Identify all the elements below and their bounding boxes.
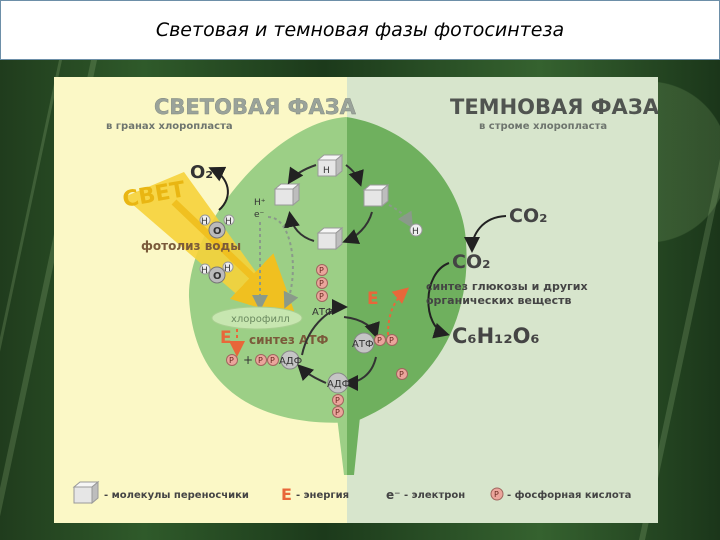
electron-label: e⁻ bbox=[254, 210, 265, 220]
atp-cycle-arrow bbox=[343, 316, 380, 339]
adp-label: АДФ bbox=[279, 356, 303, 367]
o2-label: O₂ bbox=[190, 162, 213, 183]
energy-symbol-dark: E bbox=[367, 289, 379, 309]
synthesis-line-1: синтез глюкозы и других bbox=[426, 280, 588, 293]
svg-text:P: P bbox=[270, 356, 275, 365]
plus-sign: + bbox=[243, 353, 253, 367]
atp-cycle-arrow bbox=[301, 299, 348, 356]
svg-text:H: H bbox=[224, 264, 231, 274]
phosphate bbox=[386, 334, 398, 346]
legend: - молекулы переносчики E - энергия e⁻ - … bbox=[72, 480, 631, 505]
energy-arrow-dark bbox=[387, 287, 410, 336]
carrier-cube bbox=[273, 182, 301, 207]
phosphate bbox=[332, 406, 344, 418]
svg-text:P: P bbox=[258, 356, 263, 365]
phosphate-stack: P P P bbox=[316, 264, 328, 302]
light-beam-arrow bbox=[171, 199, 298, 320]
svg-text:P: P bbox=[319, 266, 324, 275]
atp-label: АТФ bbox=[312, 307, 334, 318]
carrier-cube bbox=[316, 226, 344, 251]
legend-phosphate-symbol: P bbox=[494, 490, 499, 499]
proton-flow-arrow bbox=[267, 216, 299, 309]
glucose-formula: C₆H₁₂O₆ bbox=[452, 324, 540, 348]
svg-text:H: H bbox=[225, 217, 232, 227]
svg-text:P: P bbox=[335, 408, 340, 417]
phosphate bbox=[332, 394, 344, 406]
atp-cycle-arrow bbox=[342, 356, 377, 391]
legend-phosphate-icon bbox=[490, 487, 504, 501]
phosphate bbox=[374, 334, 386, 346]
svg-text:P: P bbox=[229, 356, 234, 365]
co2-outer-label: CO₂ bbox=[509, 205, 547, 227]
carrier-cube bbox=[362, 183, 390, 208]
dark-phase-subheading: в строме хлоропласта bbox=[479, 121, 607, 132]
atp-cycle-arrow bbox=[297, 364, 327, 384]
chlorophyll bbox=[211, 306, 303, 330]
svg-text:H: H bbox=[201, 266, 208, 276]
atp-synthesis-label: синтез АТФ bbox=[249, 333, 329, 347]
light-phase-heading: СВЕТОВАЯ ФАЗА bbox=[154, 95, 357, 119]
co2-to-glucose-arrow bbox=[427, 262, 450, 339]
chlorophyll-label: хлорофилл bbox=[231, 314, 290, 325]
adp-molecule-bottom bbox=[327, 372, 349, 394]
proton-label: H⁺ bbox=[254, 198, 266, 208]
phosphate bbox=[255, 354, 267, 366]
svg-text:H: H bbox=[323, 166, 330, 176]
phosphate bbox=[396, 368, 408, 380]
adp-label-dark: АДФ bbox=[327, 379, 351, 390]
slide-title: Световая и темновая фазы фотосинтеза bbox=[155, 19, 565, 41]
svg-text:H: H bbox=[201, 217, 208, 227]
phosphate bbox=[267, 354, 279, 366]
adp-molecule bbox=[280, 350, 300, 370]
carrier-cycle-arrow bbox=[345, 164, 364, 187]
legend-electron-symbol: e⁻ bbox=[386, 488, 400, 502]
water-molecule: O H H bbox=[199, 261, 234, 284]
light-phase-subheading: в гранах хлоропласта bbox=[106, 121, 233, 132]
svg-text:O: O bbox=[213, 271, 222, 282]
water-molecule: O H H bbox=[199, 214, 235, 239]
legend-carriers: - молекулы переносчики bbox=[104, 490, 249, 501]
svg-text:P: P bbox=[399, 370, 404, 379]
svg-text:P: P bbox=[335, 396, 340, 405]
carrier-cube-hydrogen: H bbox=[316, 153, 344, 178]
photosynthesis-diagram: СВЕТОВАЯ ФАЗА в гранах хлоропласта ТЕМНО… bbox=[54, 77, 658, 523]
legend-energy-symbol: E bbox=[281, 485, 292, 504]
svg-text:P: P bbox=[319, 292, 324, 301]
svg-text:O: O bbox=[213, 226, 222, 237]
atp-label-dark: АТФ bbox=[352, 339, 374, 350]
legend-phosphate: - фосфорная кислота bbox=[507, 489, 631, 501]
svg-text:H: H bbox=[412, 227, 419, 237]
photolysis-label: фотолиз воды bbox=[141, 239, 241, 253]
legend-carrier-cube bbox=[72, 480, 100, 505]
svg-text:P: P bbox=[389, 336, 394, 345]
slide-title-bar: Световая и темновая фазы фотосинтеза bbox=[0, 0, 720, 60]
synthesis-line-2: органических веществ bbox=[426, 294, 571, 307]
legend-energy: - энергия bbox=[296, 490, 349, 501]
svg-text:P: P bbox=[319, 279, 324, 288]
carrier-cycle-arrow bbox=[287, 164, 317, 185]
energy-symbol: E bbox=[220, 328, 232, 348]
phosphate bbox=[226, 354, 238, 366]
svg-text:P: P bbox=[377, 336, 382, 345]
co2-intake-arrow bbox=[464, 215, 507, 253]
co2-inner-label: CO₂ bbox=[452, 251, 490, 273]
carrier-cycle-arrow bbox=[342, 211, 373, 244]
dark-phase-heading: ТЕМНОВАЯ ФАЗА bbox=[450, 95, 658, 119]
hydrogen-atom: H bbox=[409, 223, 423, 237]
o2-arrow bbox=[208, 166, 229, 211]
carrier-cycle-arrow bbox=[284, 211, 315, 242]
legend-electron: - электрон bbox=[404, 490, 465, 501]
atp-molecule bbox=[353, 332, 375, 354]
